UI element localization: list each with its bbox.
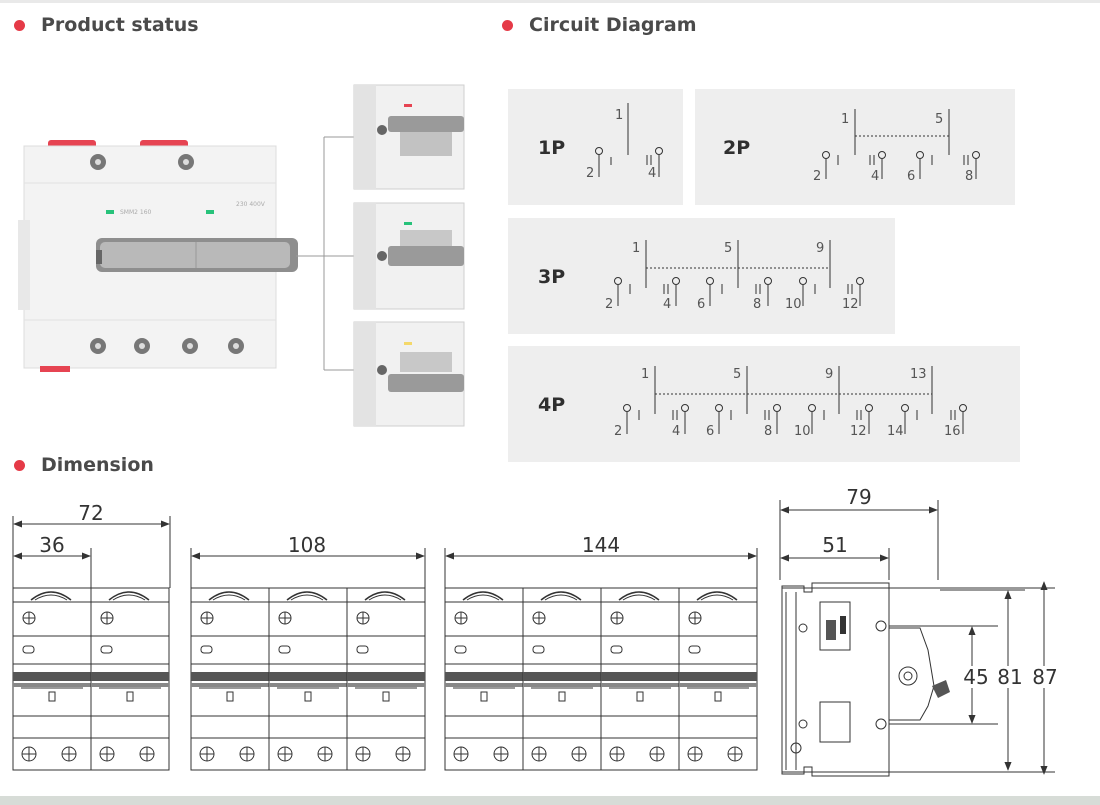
dimension-2p: 72 36 <box>12 501 171 771</box>
dimension-label: 72 <box>78 501 103 525</box>
dimension-label: 144 <box>582 533 620 557</box>
breaker-illustration: SMM2 160 230 400V <box>18 140 298 372</box>
terminal-label: 2 <box>605 297 613 312</box>
terminal-label: 6 <box>706 424 714 439</box>
status-closeup-red <box>353 84 465 190</box>
terminal-label: 2 <box>586 166 594 181</box>
section-product-status: Product status <box>14 14 199 36</box>
dimension-label: 81 <box>997 665 1022 689</box>
dimension-drawings: 72 36 108 144 79 51 <box>12 485 1062 777</box>
terminal-label: 16 <box>944 424 961 439</box>
terminal-label: 1 <box>841 112 849 127</box>
terminal-label: 2 <box>614 424 622 439</box>
terminal-label: 12 <box>842 297 859 312</box>
bullet-dot-icon <box>502 19 513 31</box>
dimension-label: 36 <box>39 533 64 557</box>
terminal-label: 14 <box>887 424 904 439</box>
circuit-1p-diagram: 1 2 4 <box>586 103 663 181</box>
dimension-3p: 108 <box>190 533 426 771</box>
terminal-label: 2 <box>813 169 821 184</box>
terminal-label: 13 <box>910 367 927 382</box>
section-dimension: Dimension <box>14 454 154 476</box>
terminal-label: 10 <box>794 424 811 439</box>
terminal-label: 1 <box>615 108 623 123</box>
terminal-label: 9 <box>816 241 824 256</box>
terminal-label: 1 <box>632 241 640 256</box>
circuit-panel-1p: 1P 1 2 4 <box>508 89 683 205</box>
pole-label: 3P <box>538 266 566 288</box>
terminal-label: 4 <box>648 166 656 181</box>
svg-text:SMM2 160: SMM2 160 <box>120 209 152 216</box>
terminal-label: 8 <box>753 297 761 312</box>
pole-label: 2P <box>723 137 751 159</box>
pole-label: 4P <box>538 394 566 416</box>
bullet-dot-icon <box>14 19 25 31</box>
circuit-panel-2p: 2P 1 5 2 4 6 8 <box>695 89 1015 205</box>
terminal-label: 4 <box>672 424 680 439</box>
terminal-label: 8 <box>764 424 772 439</box>
dimension-label: 108 <box>288 533 326 557</box>
terminal-label: 6 <box>907 169 915 184</box>
dimension-label: 87 <box>1032 665 1057 689</box>
circuit-3p-diagram: 1 5 9 2 4 6 8 10 12 <box>605 240 864 312</box>
terminal-label: 8 <box>965 169 973 184</box>
terminal-label: 10 <box>785 297 802 312</box>
circuit-2p-diagram: 1 5 2 4 6 8 <box>813 109 980 184</box>
terminal-label: 5 <box>724 241 732 256</box>
section-circuit-diagram: Circuit Diagram <box>502 14 697 36</box>
product-illustration: SMM2 160 230 400V <box>18 84 465 427</box>
svg-text:230 400V: 230 400V <box>236 201 266 208</box>
terminal-label: 1 <box>641 367 649 382</box>
connector-lines <box>296 136 354 371</box>
dimension-side-view: 79 51 45 81 87 <box>779 485 1062 777</box>
circuit-4p-diagram: 1 5 9 13 2 4 6 8 10 12 14 16 <box>614 366 967 439</box>
circuit-panel-4p: 4P 1 5 9 13 2 4 6 8 10 12 <box>508 346 1020 462</box>
pole-label: 1P <box>538 137 566 159</box>
terminal-label: 5 <box>935 112 943 127</box>
terminal-label: 6 <box>697 297 705 312</box>
terminal-label: 5 <box>733 367 741 382</box>
bottom-divider <box>0 796 1100 805</box>
dimension-4p: 144 <box>444 533 758 771</box>
dimension-label: 79 <box>846 485 871 509</box>
terminal-label: 9 <box>825 367 833 382</box>
dimension-label: 45 <box>963 665 988 689</box>
bullet-dot-icon <box>14 459 25 471</box>
dimension-label: 51 <box>822 533 847 557</box>
terminal-label: 4 <box>663 297 671 312</box>
top-divider <box>0 0 1100 3</box>
section-title-text: Product status <box>41 14 199 36</box>
section-title-text: Circuit Diagram <box>529 14 697 36</box>
status-closeup-green <box>353 202 465 310</box>
terminal-label: 12 <box>850 424 867 439</box>
section-title-text: Dimension <box>41 454 154 476</box>
terminal-label: 4 <box>871 169 879 184</box>
status-closeup-yellow <box>353 321 465 427</box>
circuit-panel-3p: 3P 1 5 9 2 4 6 8 10 12 <box>508 218 895 334</box>
